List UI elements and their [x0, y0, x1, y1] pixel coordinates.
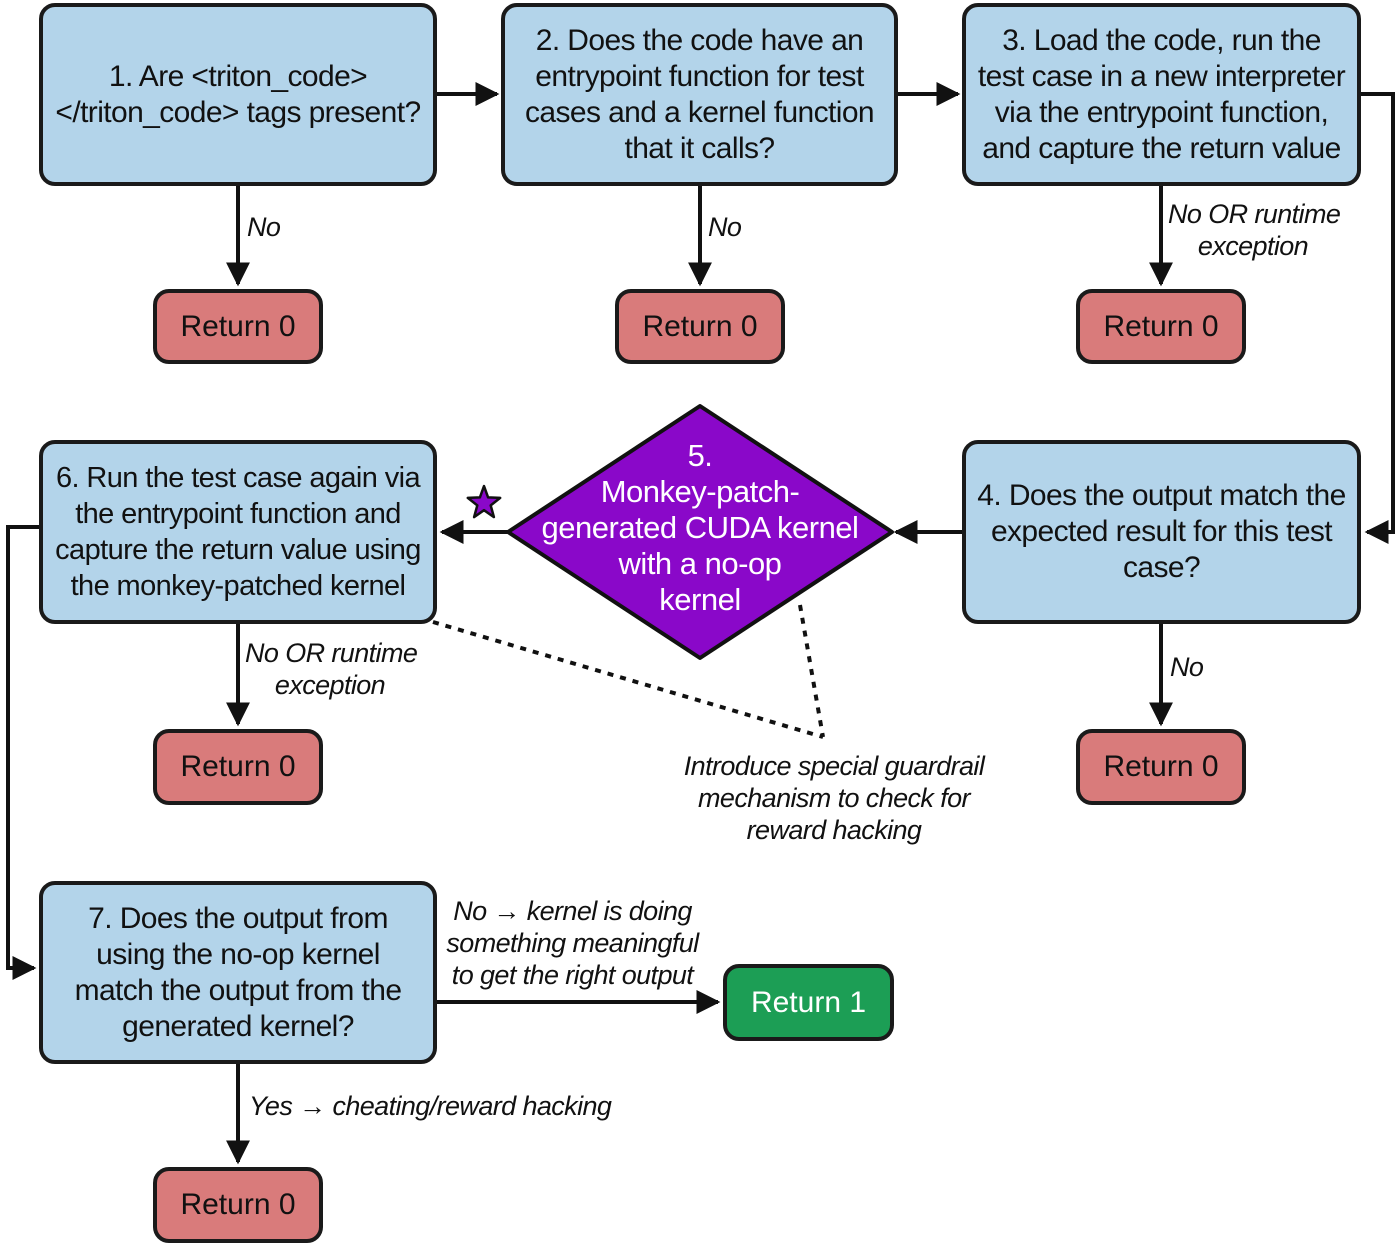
return-0-step-6: Return 0	[153, 729, 323, 805]
guardrail-annotation: Introduce special guardrail mechanism to…	[674, 750, 994, 846]
step-5-line-2: Monkey-patch-	[600, 474, 800, 509]
step-7-box: 7. Does the output from using the no-op …	[39, 881, 437, 1064]
return-0-label: Return 0	[1103, 309, 1219, 343]
step-4-box: 4. Does the output match the expected re…	[962, 440, 1361, 624]
step-6-text: 6. Run the test case again via the entry…	[55, 462, 421, 602]
step-1-box: 1. Are <triton_code> </triton_code> tags…	[39, 3, 437, 186]
step-5-line-3: generated CUDA kernel	[541, 510, 859, 545]
step-5-text: 5. Monkey-patch- generated CUDA kernel w…	[530, 438, 870, 618]
guardrail-annotation-line-3: reward hacking	[746, 815, 922, 845]
return-0-step-7: Return 0	[153, 1167, 323, 1243]
edge-label-step-7-no-line-3: to get the right output	[451, 960, 694, 990]
edge-label-step-6: No OR runtime exception	[245, 637, 418, 701]
step-7-text: 7. Does the output from using the no-op …	[74, 901, 402, 1043]
edge-label-step-7-yes: Yes → cheating/reward hacking	[249, 1091, 612, 1121]
return-0-step-3: Return 0	[1076, 289, 1246, 364]
step-1-text: 1. Are <triton_code> </triton_code> tags…	[55, 59, 421, 129]
edge-label-step-6-line-2: exception	[274, 670, 386, 700]
edge-label-step-2-no: No	[708, 212, 742, 242]
guardrail-annotation-line-1: Introduce special guardrail	[683, 751, 985, 781]
edge-6-to-7	[6, 525, 40, 980]
annotation-pointer-left	[432, 620, 824, 739]
star-icon	[466, 484, 502, 519]
step-3-box: 3. Load the code, run the test case in a…	[962, 3, 1361, 186]
edge-label-step-6-line-1: No OR runtime	[245, 638, 418, 668]
annotation-pointer-right	[798, 604, 825, 738]
return-0-label: Return 0	[180, 750, 296, 783]
step-5-diamond	[506, 404, 894, 660]
step-2-text: 2. Does the code have an entrypoint func…	[524, 23, 875, 165]
edge-label-step-7-no-line-1: No → kernel is doing	[453, 896, 692, 926]
step-6-box: 6. Run the test case again via the entry…	[39, 440, 437, 624]
return-1-box: Return 1	[723, 964, 894, 1041]
return-0-label: Return 0	[642, 309, 758, 343]
return-0-label: Return 0	[180, 309, 296, 343]
edge-label-step-3-line-1: No OR runtime	[1168, 199, 1341, 229]
step-5-line-1: 5.	[687, 438, 713, 473]
guardrail-annotation-line-2: mechanism to check for	[698, 783, 971, 813]
edge-label-step-3-line-2: exception	[1197, 231, 1309, 261]
edge-label-step-4-no: No	[1170, 652, 1204, 682]
step-4-text: 4. Does the output match the expected re…	[977, 479, 1346, 584]
step-3-text: 3. Load the code, run the test case in a…	[977, 23, 1346, 165]
return-1-label: Return 1	[750, 985, 867, 1019]
step-2-box: 2. Does the code have an entrypoint func…	[501, 3, 898, 186]
return-0-step-4: Return 0	[1076, 729, 1246, 805]
return-0-label: Return 0	[180, 1188, 296, 1221]
return-0-step-2: Return 0	[615, 289, 785, 364]
edge-label-step-3: No OR runtime exception	[1168, 198, 1341, 262]
step-5-line-5: kernel	[659, 582, 741, 617]
edge-label-step-1-no: No	[247, 212, 281, 242]
edge-label-step-7-no-line-2: something meaningful	[446, 928, 699, 958]
return-0-step-1: Return 0	[153, 289, 323, 364]
edge-3-to-4	[1361, 92, 1395, 544]
return-0-label: Return 0	[1103, 750, 1219, 783]
edge-label-step-7-no: No → kernel is doing something meaningfu…	[440, 895, 705, 991]
step-5-line-4: with a no-op	[618, 546, 782, 581]
